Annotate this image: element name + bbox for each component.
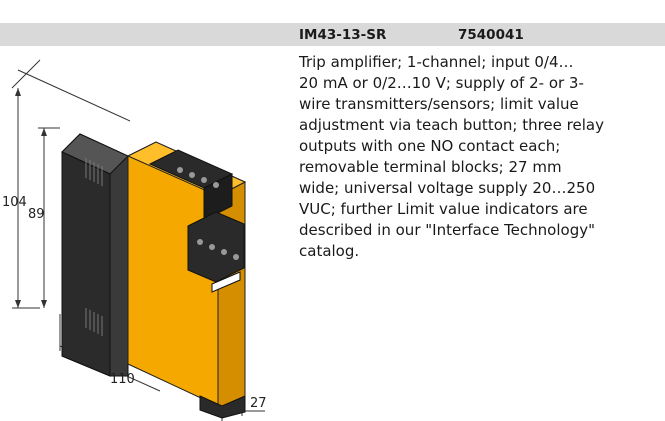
model-name: IM43-13-SR xyxy=(299,27,387,43)
product-description: Trip amplifier; 1-channel; input 0/4… 20… xyxy=(299,53,604,260)
dim-height-body: 89 xyxy=(28,207,45,222)
dim-depth: 110 xyxy=(110,372,135,387)
dim-width: 27 xyxy=(250,396,267,411)
dim-height-total: 104 xyxy=(2,195,27,210)
housing-back xyxy=(61,133,129,377)
header-bar xyxy=(0,23,665,46)
product-dimension-drawing: 104 89 110 27 xyxy=(2,59,267,421)
part-number: 7540041 xyxy=(458,27,524,43)
housing-front xyxy=(126,141,247,419)
